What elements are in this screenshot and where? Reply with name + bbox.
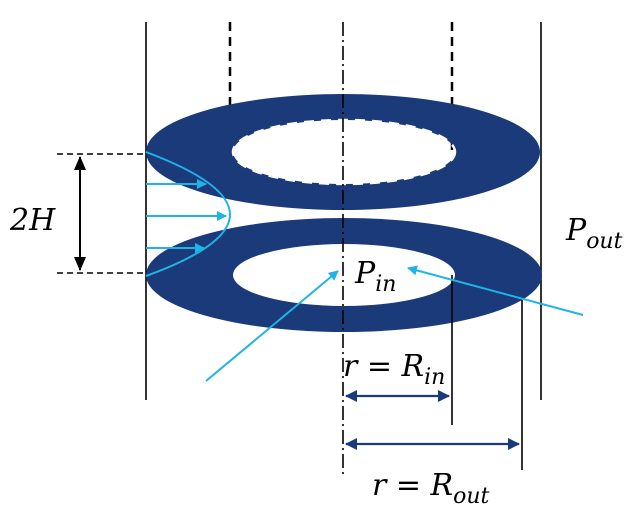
outer-pressure-label: Pout [565, 213, 623, 254]
outer-radius-label: r = Rout [372, 468, 490, 509]
inlet-flow-arrow-left [205, 270, 339, 382]
inner-radius-label: r = Rin [343, 349, 445, 390]
inlet-flow-arrow-right [407, 265, 584, 316]
velocity-profile-curve [145, 151, 231, 277]
upper-disk-inner-dashed-edge [231, 118, 457, 186]
upper-disk [146, 94, 540, 210]
gap-height-label: 2H [9, 203, 56, 238]
inner-pressure-label: Pin [354, 256, 396, 297]
lower-disk [146, 218, 542, 332]
